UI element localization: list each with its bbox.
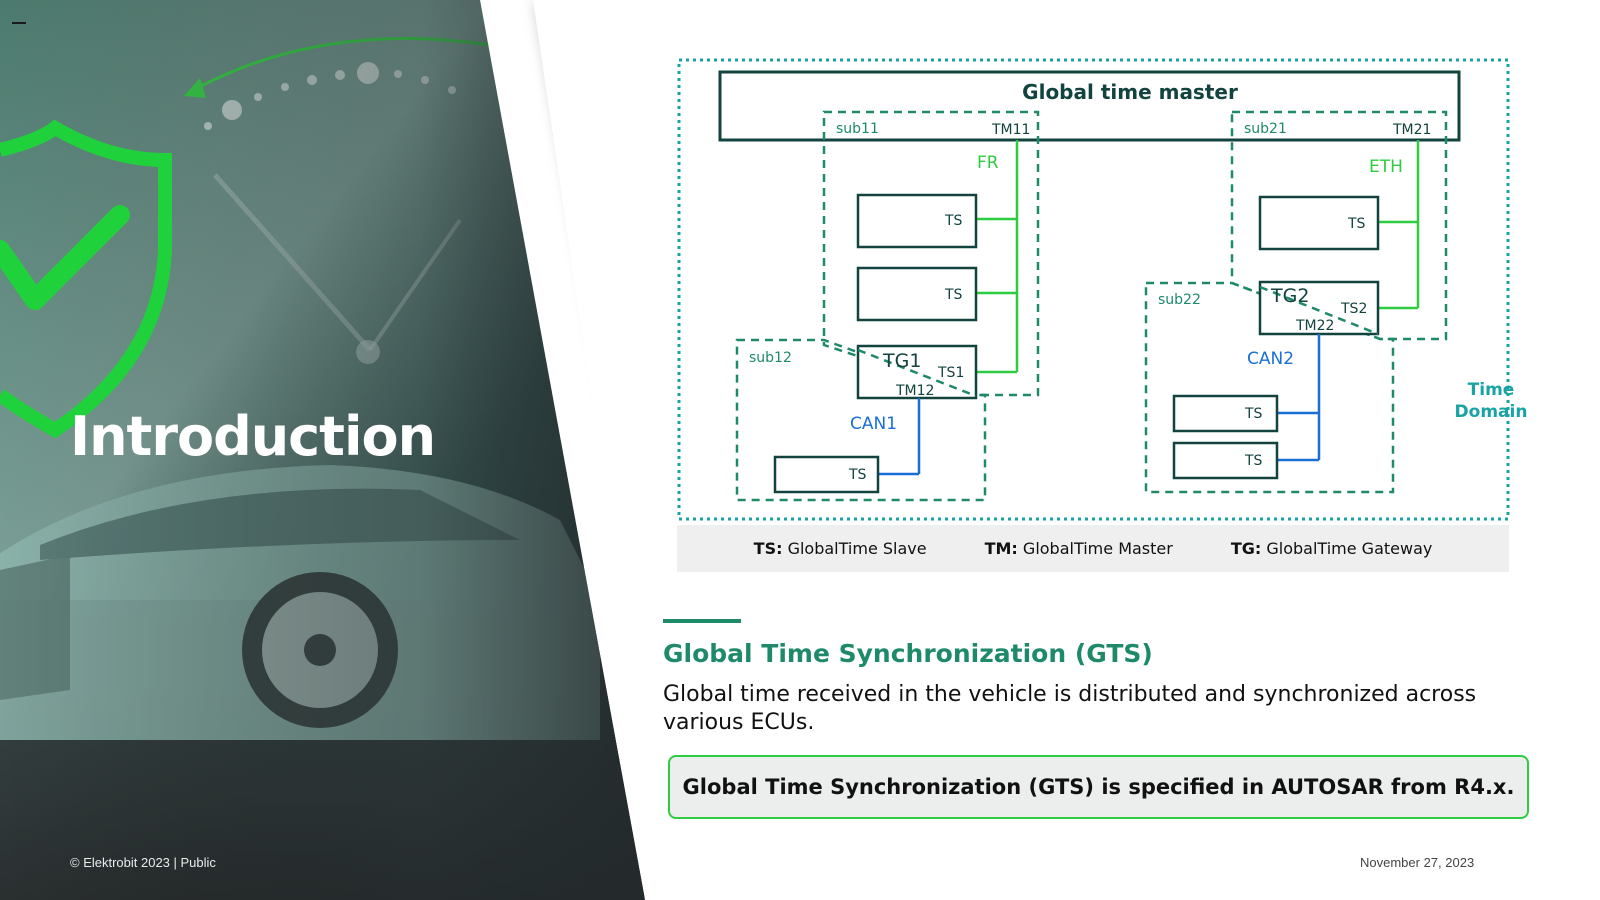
ts-node-can1-label: TS — [848, 467, 867, 483]
ts-node-fr-1 — [856, 193, 978, 249]
autosar-callout: Global Time Synchronization (GTS) is spe… — [668, 755, 1529, 819]
time-domain-label-2: Domain — [1455, 402, 1528, 422]
sub12-label: sub12 — [749, 350, 792, 366]
ts-node-can2-1-label: TS — [1244, 406, 1263, 422]
tm22-label: TM22 — [1295, 318, 1334, 334]
legend-item-ts: TS: GlobalTime Slave — [753, 539, 927, 558]
diagram-legend: TS: GlobalTime Slave TM: GlobalTime Mast… — [677, 525, 1509, 572]
bus-fr-label: FR — [977, 153, 999, 173]
sub11-label: sub11 — [836, 121, 879, 137]
time-domain-border — [677, 58, 1510, 521]
ts-node-can1 — [773, 455, 880, 494]
sub21-label: sub21 — [1244, 121, 1287, 137]
section-title: Global Time Synchronization (GTS) — [663, 639, 1153, 668]
bus-can2-label: CAN2 — [1247, 349, 1294, 369]
tg1-label: TG1 — [882, 350, 921, 372]
tm12-label: TM12 — [895, 383, 934, 399]
global-time-master-label: Global time master — [1022, 80, 1238, 104]
subdomain-sub22 — [1144, 281, 1395, 494]
legend-item-tm: TM: GlobalTime Master — [984, 539, 1173, 558]
time-domain-label: Time — [1468, 380, 1515, 400]
tm21-label: TM21 — [1392, 122, 1431, 138]
bus-eth-label: ETH — [1369, 157, 1403, 177]
ts-node-fr-1-label: TS — [944, 213, 963, 229]
ts-node-can2-1 — [1172, 394, 1279, 433]
ts1-label: TS1 — [937, 365, 964, 381]
sub22-label: sub22 — [1158, 292, 1201, 308]
ts-node-fr-2 — [856, 266, 978, 322]
section-accent-bar — [663, 619, 741, 623]
ts-node-fr-2-label: TS — [944, 287, 963, 303]
footer-date: November 27, 2023 — [1360, 855, 1475, 870]
slide-title: Introduction — [70, 405, 436, 468]
ts-node-can2-2-label: TS — [1244, 453, 1263, 469]
ts-node-can2-2 — [1172, 441, 1279, 480]
tg2-label: TG2 — [1270, 285, 1309, 307]
tm11-label: TM11 — [991, 122, 1030, 138]
menu-dash — [12, 22, 26, 24]
bus-can1-label: CAN1 — [850, 414, 897, 434]
subdomain-sub12 — [735, 338, 987, 502]
footer-copyright: © Elektrobit 2023 | Public — [70, 855, 216, 870]
subdomain-sub21 — [1230, 110, 1448, 341]
legend-item-tg: TG: GlobalTime Gateway — [1230, 539, 1433, 558]
ts2-label: TS2 — [1340, 301, 1367, 317]
ts-node-eth-1 — [1258, 195, 1380, 251]
subdomain-sub11 — [822, 110, 1040, 397]
ts-node-eth-1-label: TS — [1347, 216, 1366, 232]
global-time-master — [718, 70, 1461, 142]
section-body: Global time received in the vehicle is d… — [663, 682, 1477, 735]
